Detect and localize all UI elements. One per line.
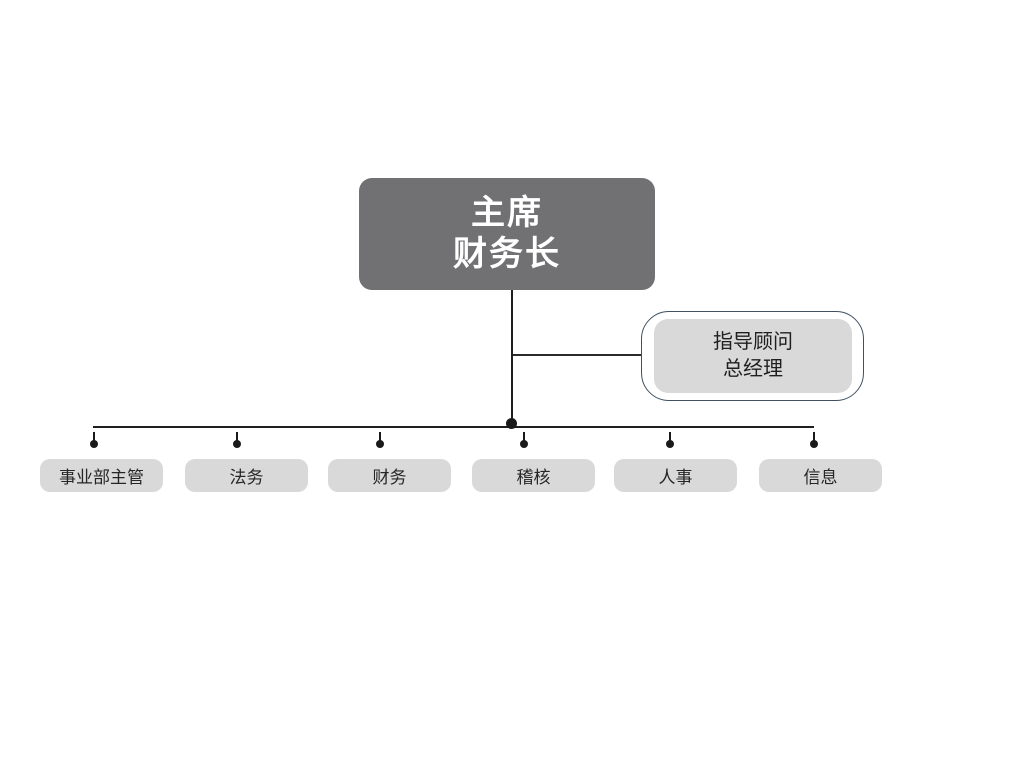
pin-dot-icon [810, 440, 818, 448]
pin-stem [669, 432, 671, 441]
org-node-dept-hr[interactable]: 人事 [614, 459, 737, 492]
org-node-advisor[interactable]: 指导顾问 总经理 [654, 319, 852, 393]
org-node-dept-business-division[interactable]: 事业部主管 [40, 459, 163, 492]
pin-dot-icon [520, 440, 528, 448]
pin-dot-icon [233, 440, 241, 448]
pin-dot-icon [90, 440, 98, 448]
org-node-dept-information[interactable]: 信息 [759, 459, 882, 492]
connector-pin [90, 432, 98, 449]
dept-label: 稽核 [516, 468, 551, 487]
dept-label: 法务 [229, 468, 264, 487]
connector-pin [666, 432, 674, 449]
pin-stem [379, 432, 381, 441]
junction-dot [506, 418, 517, 429]
connector-root-vertical [511, 290, 513, 423]
dept-label: 人事 [658, 468, 693, 487]
dept-label: 财务 [372, 468, 407, 487]
root-title-line1: 主席 [471, 194, 543, 232]
dept-label: 事业部主管 [59, 468, 144, 487]
connector-pin [233, 432, 241, 449]
root-title-line2: 财务长 [453, 235, 561, 273]
advisor-title-line2: 总经理 [723, 358, 783, 380]
org-node-dept-legal[interactable]: 法务 [185, 459, 308, 492]
pin-stem [813, 432, 815, 441]
org-node-dept-finance[interactable]: 财务 [328, 459, 451, 492]
pin-stem [236, 432, 238, 441]
pin-dot-icon [666, 440, 674, 448]
org-node-dept-audit[interactable]: 稽核 [472, 459, 595, 492]
pin-stem [523, 432, 525, 441]
connector-advisor-branch [513, 354, 642, 356]
pin-dot-icon [376, 440, 384, 448]
connector-horizontal-bus [93, 426, 814, 428]
pin-stem [93, 432, 95, 441]
advisor-callout-outline: 指导顾问 总经理 [641, 311, 864, 401]
connector-pin [520, 432, 528, 449]
org-node-root[interactable]: 主席 财务长 [359, 178, 655, 290]
connector-pin [810, 432, 818, 449]
advisor-title-line1: 指导顾问 [713, 331, 793, 353]
connector-pin [376, 432, 384, 449]
dept-label: 信息 [803, 468, 838, 487]
